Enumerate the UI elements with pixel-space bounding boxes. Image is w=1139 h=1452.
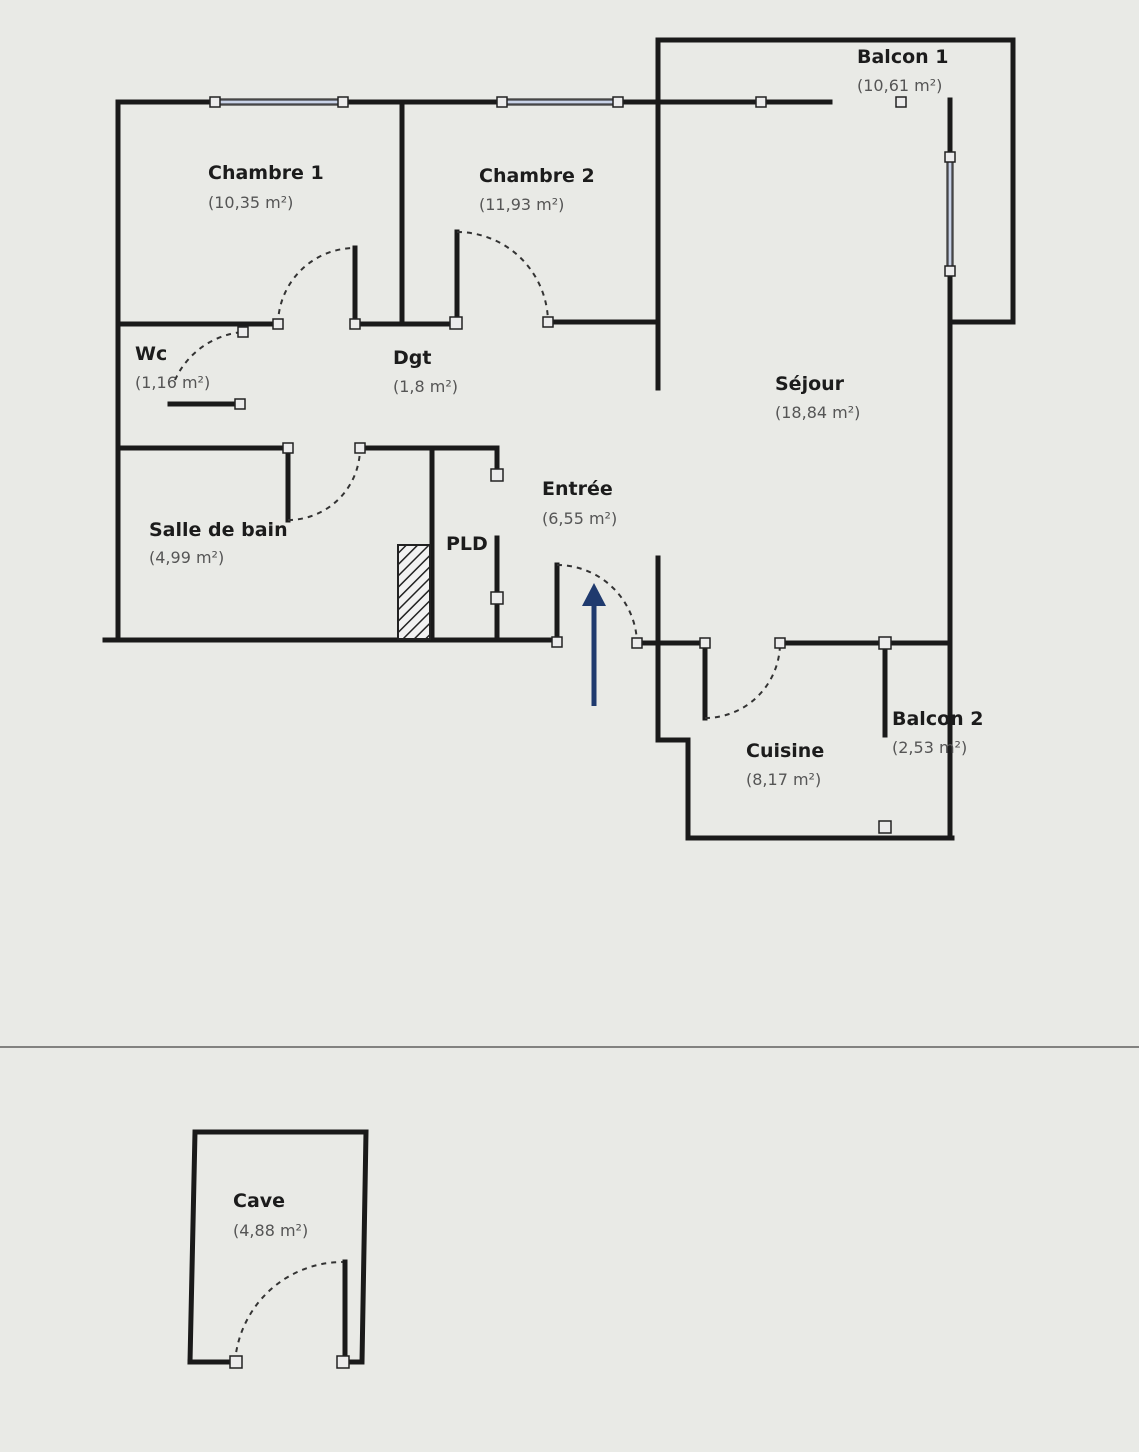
room-pld: PLD [446, 533, 488, 555]
room-area: (4,88 m²) [233, 1221, 308, 1240]
room-name: Entrée [542, 478, 613, 500]
room-name: PLD [446, 533, 488, 555]
room-name: Chambre 1 [208, 162, 324, 184]
room-name: Séjour [775, 373, 845, 395]
room-balcon-1: Balcon 1 (10,61 m²) [857, 46, 949, 95]
hatched-duct-icon [397, 544, 431, 640]
door-swings [174, 231, 781, 1363]
room-cuisine: Cuisine (8,17 m²) [746, 740, 824, 789]
room-name: Balcon 2 [892, 708, 984, 730]
room-name: Cave [233, 1190, 285, 1212]
walls [102, 37, 1016, 1365]
room-entree: Entrée (6,55 m²) [542, 478, 617, 528]
room-area: (11,93 m²) [479, 195, 564, 214]
room-name: Dgt [393, 347, 431, 369]
room-chambre-2: Chambre 2 (11,93 m²) [479, 165, 595, 214]
room-sejour: Séjour (18,84 m²) [775, 373, 860, 422]
arrow-up-icon [582, 583, 606, 706]
room-area: (8,17 m²) [746, 770, 821, 789]
room-area: (4,99 m²) [149, 548, 224, 567]
room-name: Chambre 2 [479, 165, 595, 187]
windows [215, 98, 954, 271]
room-name: Cuisine [746, 740, 824, 762]
room-area: (10,35 m²) [208, 193, 293, 212]
room-cave: Cave (4,88 m²) [233, 1190, 308, 1240]
room-balcon-2: Balcon 2 (2,53 m²) [892, 708, 984, 757]
room-area: (2,53 m²) [892, 738, 967, 757]
wall-nodes [209, 96, 956, 1369]
room-area: (1,16 m²) [135, 373, 210, 392]
room-name: Salle de bain [149, 519, 288, 541]
room-area: (6,55 m²) [542, 509, 617, 528]
room-area: (1,8 m²) [393, 377, 458, 396]
room-name: Balcon 1 [857, 46, 949, 68]
room-wc: Wc (1,16 m²) [135, 343, 210, 392]
room-chambre-1: Chambre 1 (10,35 m²) [208, 162, 324, 212]
room-salle-de-bain: Salle de bain (4,99 m²) [149, 519, 288, 567]
room-name: Wc [135, 343, 167, 365]
room-area: (10,61 m²) [857, 76, 942, 95]
room-dgt: Dgt (1,8 m²) [393, 347, 458, 396]
room-area: (18,84 m²) [775, 403, 860, 422]
